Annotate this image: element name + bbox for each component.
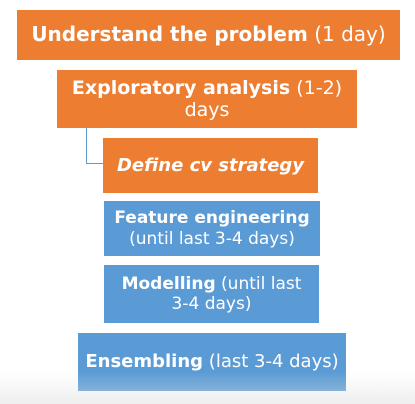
step-title: Feature engineering (114, 208, 310, 229)
step-understand-problem: Understand the problem (1 day) (17, 10, 400, 60)
step-duration-continued: days (184, 99, 230, 121)
step-duration: (1-2) (296, 76, 343, 99)
step-modelling-line1: Modelling (until last (122, 274, 302, 294)
step-modelling: Modelling (until last 3-4 days) (104, 265, 319, 323)
step-title: Understand the problem (31, 22, 308, 47)
step-ensembling: Ensembling (last 3-4 days) (78, 333, 346, 391)
step-exploratory-analysis: Exploratory analysis (1-2) days (57, 70, 357, 128)
step-feature-engineering: Feature engineering (until last 3-4 days… (104, 201, 320, 256)
connector-line (86, 128, 103, 164)
step-duration-continued: 3-4 days) (171, 294, 252, 314)
step-exploratory-analysis-line1: Exploratory analysis (1-2) (72, 77, 342, 99)
step-duration: (until last (221, 273, 302, 294)
step-duration: (until last 3-4 days) (129, 228, 295, 249)
step-duration: (1 day) (314, 22, 386, 47)
step-understand-problem-text: Understand the problem (1 day) (31, 22, 386, 47)
step-title: Define cv strategy (116, 154, 305, 176)
step-title: Ensembling (85, 351, 204, 373)
step-title: Exploratory analysis (71, 76, 291, 99)
step-define-cv-strategy: Define cv strategy (103, 138, 318, 193)
step-ensembling-text: Ensembling (last 3-4 days) (85, 351, 338, 372)
step-duration: (last 3-4 days) (208, 351, 339, 373)
step-title: Modelling (121, 273, 216, 294)
